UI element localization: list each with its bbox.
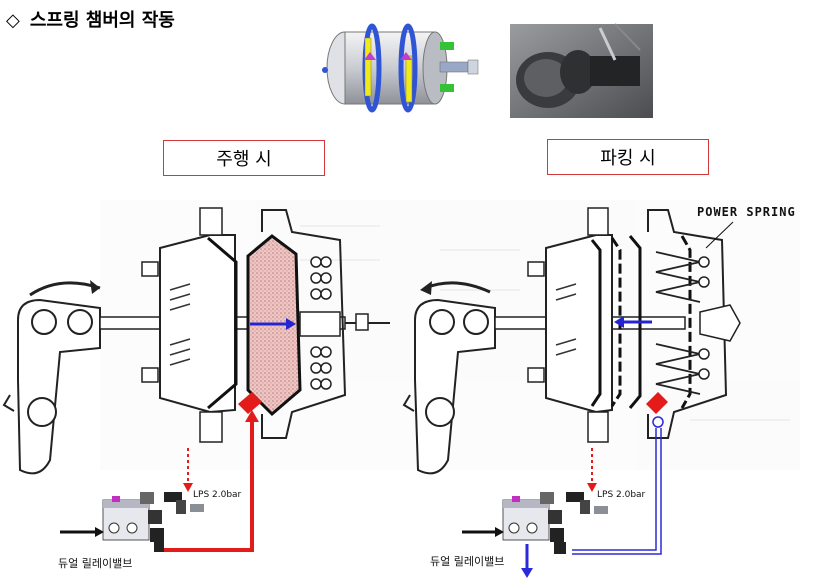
relay-label-right: 듀얼 릴레이밸브 <box>430 555 505 568</box>
parking-label: 파킹 시 <box>600 148 656 169</box>
chamber-photo <box>510 23 653 118</box>
pressure-label-left: LPS 2.0bar <box>193 490 242 500</box>
relay-valve-left <box>60 492 204 552</box>
pressure-label-right: LPS 2.0bar <box>597 490 646 500</box>
driving-label-box: 주행 시 <box>163 140 325 176</box>
parking-label-box: 파킹 시 <box>547 139 709 175</box>
driving-label: 주행 시 <box>216 149 272 170</box>
chamber-3d-model <box>322 22 487 122</box>
power-spring-label: POWER SPRING <box>697 205 796 219</box>
parking-diagram <box>402 207 741 555</box>
driving-diagram <box>2 207 390 552</box>
relay-label-left: 듀얼 릴레이밸브 <box>58 557 133 570</box>
diamond-bullet-icon: ◇ <box>6 10 20 31</box>
title-text: 스프링 챔버의 작동 <box>29 10 175 31</box>
page-title: ◇ 스프링 챔버의 작동 <box>6 6 175 32</box>
relay-valve-right <box>462 492 608 578</box>
